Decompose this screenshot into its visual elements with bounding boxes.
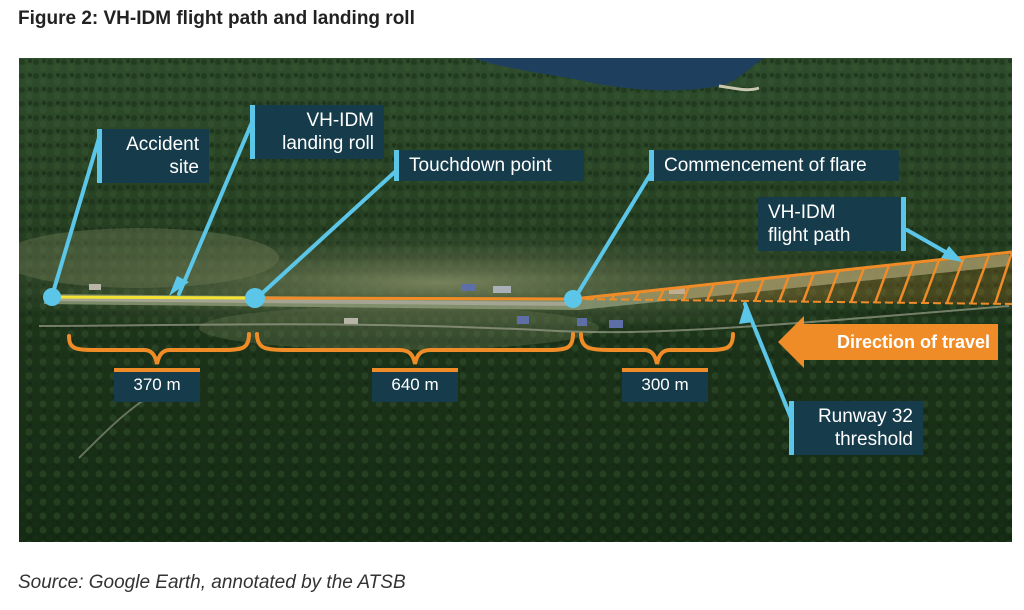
touchdown-marker xyxy=(245,288,265,308)
flare-marker xyxy=(564,290,582,308)
building xyxy=(577,318,587,326)
aerial-photo-drawing xyxy=(19,58,1012,542)
aerial-photo xyxy=(19,58,1012,542)
accident-site-label-line1: Accident xyxy=(126,134,199,155)
accident-site-label: Accident site xyxy=(97,129,209,183)
building xyxy=(493,286,511,293)
landing-roll-label-line1: VH-IDM xyxy=(306,110,374,131)
accident-site-label-line2: site xyxy=(169,157,199,178)
building xyxy=(89,284,101,290)
brace-300 xyxy=(579,332,735,365)
flight-path-upper-line xyxy=(572,250,1012,301)
direction-arrow-head xyxy=(778,316,804,368)
distance-braces xyxy=(67,332,735,365)
landing-roll-label: VH-IDM landing roll xyxy=(250,105,384,159)
touchdown-label: Touchdown point xyxy=(394,150,584,181)
beach xyxy=(718,84,760,92)
distance-label-300: 300 m xyxy=(622,368,708,402)
flare-label: Commencement of flare xyxy=(649,150,899,181)
threshold-pointer xyxy=(743,302,793,420)
flare-label-text: Commencement of flare xyxy=(664,155,867,176)
flight-path-hatching xyxy=(588,251,1012,305)
clearing-south xyxy=(199,306,599,350)
distance-label-370: 370 m xyxy=(114,368,200,402)
flight-path-label-line1: VH-IDM xyxy=(768,202,836,223)
figure-title: Figure 2: VH-IDM flight path and landing… xyxy=(18,8,415,29)
building xyxy=(344,318,358,324)
flight-path-lower-line xyxy=(572,298,1012,305)
distance-label-640: 640 m xyxy=(372,368,458,402)
direction-of-travel-arrow: Direction of travel xyxy=(802,324,998,360)
building xyxy=(609,320,623,328)
accident-site-pointer xyxy=(50,136,101,298)
threshold-label-line2: threshold xyxy=(834,429,913,450)
landing-roll-arrowhead xyxy=(169,276,189,296)
figure-source: Source: Google Earth, annotated by the A… xyxy=(18,572,406,593)
threshold-label: Runway 32 threshold xyxy=(789,401,923,455)
building xyxy=(461,284,475,291)
flight-path-pointer xyxy=(905,228,951,256)
building xyxy=(669,288,685,294)
accident-site-marker xyxy=(43,288,61,306)
rollout-track-line xyxy=(254,296,574,301)
threshold-arrowhead xyxy=(739,304,753,324)
touchdown-label-text: Touchdown point xyxy=(409,155,552,176)
flight-path-label-line2: flight path xyxy=(768,225,851,246)
landing-roll-pointer xyxy=(177,118,255,296)
brace-640 xyxy=(255,332,575,365)
pointer-lines xyxy=(50,118,951,420)
clearing-left xyxy=(19,228,279,288)
flight-path-label: VH-IDM flight path xyxy=(758,197,906,251)
building xyxy=(517,316,529,324)
touchdown-pointer xyxy=(255,168,399,300)
flight-path-arrowhead xyxy=(941,246,963,262)
threshold-label-line1: Runway 32 xyxy=(817,406,913,427)
runway-surface xyxy=(43,297,580,306)
landing-roll-label-line2: landing roll xyxy=(282,133,374,154)
landing-roll-line xyxy=(51,295,256,300)
flare-pointer xyxy=(573,168,655,300)
brace-370 xyxy=(67,332,251,365)
valley-clearing xyxy=(19,228,959,338)
sea xyxy=(474,58,764,91)
